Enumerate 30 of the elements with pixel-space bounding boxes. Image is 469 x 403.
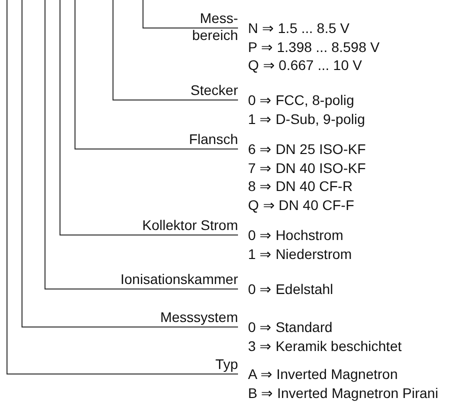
- option-text: B ⇒ Inverted Magnetron Pirani: [248, 386, 438, 400]
- field-label: Mess- bereich: [178, 10, 238, 44]
- leader-line: [6, 0, 238, 374]
- option-text: Q ⇒ DN 40 CF-F: [248, 198, 354, 212]
- option-text: 0 ⇒ FCC, 8-polig: [248, 93, 354, 108]
- option-text: A ⇒ Inverted Magnetron: [248, 367, 398, 382]
- option-text: P ⇒ 1.398 ... 8.598 V: [248, 40, 380, 54]
- leader-line: [142, 0, 238, 28]
- field-label: Messsystem: [160, 309, 238, 326]
- field-label: Stecker: [190, 82, 238, 99]
- leader-line: [22, 0, 238, 328]
- option-text: 6 ⇒ DN 25 ISO-KF: [248, 142, 366, 157]
- option-text: 3 ⇒ Keramik beschichtet: [248, 338, 402, 354]
- option-text: 8 ⇒ DN 40 CF-R: [248, 179, 353, 194]
- option-text: 0 ⇒ Edelstahl: [248, 282, 334, 297]
- option-text: 0 ⇒ Standard: [248, 320, 332, 335]
- leader-line: [60, 0, 238, 236]
- leader-line: [44, 0, 238, 290]
- field-label: Flansch: [188, 131, 238, 148]
- leader-line: [112, 0, 238, 100]
- option-text: 0 ⇒ Hochstrom: [248, 228, 344, 243]
- field-label: Kollektor Strom: [142, 217, 238, 234]
- option-text: N ⇒ 1.5 ... 8.5 V: [248, 21, 350, 36]
- leader-line: [74, 0, 238, 150]
- option-text: 1 ⇒ D-Sub, 9-polig: [248, 112, 366, 126]
- field-label: Ionisationskammer: [120, 271, 238, 288]
- option-text: 7 ⇒ DN 40 ISO-KF: [248, 160, 366, 176]
- option-text: 1 ⇒ Niederstrom: [248, 246, 352, 262]
- field-label: Typ: [215, 356, 238, 373]
- option-text: Q ⇒ 0.667 ... 10 V: [248, 58, 362, 73]
